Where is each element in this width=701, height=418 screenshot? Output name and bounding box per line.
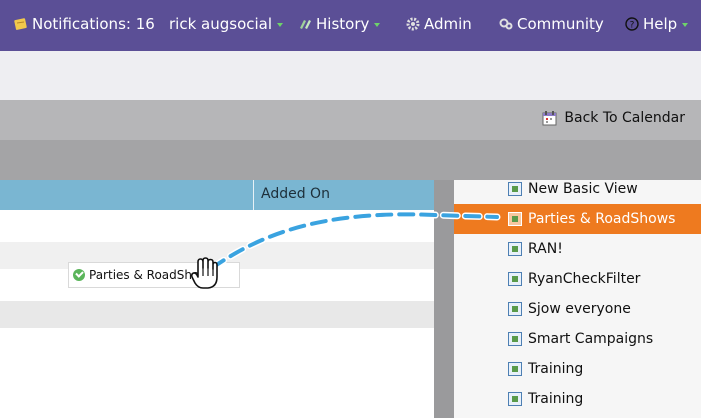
calendar-icon xyxy=(542,110,558,126)
chevron-down-icon xyxy=(374,23,381,27)
notifications-label: Notifications: 16 xyxy=(32,15,155,33)
top-nav-bar: Notifications: 16 rick augsocial History… xyxy=(0,0,701,51)
smart-list-icon xyxy=(508,212,522,226)
smart-list-icon xyxy=(508,332,522,346)
notifications-link[interactable]: Notifications: 16 xyxy=(14,0,155,48)
notifications-icon xyxy=(14,17,28,31)
smart-list-icon xyxy=(508,242,522,256)
help-menu[interactable]: ? Help xyxy=(625,0,689,48)
column-header-added-on[interactable]: Added On xyxy=(261,186,330,202)
list-item-selected[interactable]: Parties & RoadShows xyxy=(454,204,701,234)
list-item[interactable]: RyanCheckFilter xyxy=(454,264,701,294)
admin-label: Admin xyxy=(424,15,472,33)
list-item[interactable]: Training xyxy=(454,354,701,384)
smart-list-icon xyxy=(508,272,522,286)
sub-header xyxy=(0,51,701,100)
section-band xyxy=(0,140,701,180)
list-item[interactable]: Training xyxy=(454,384,701,414)
user-name: rick augsocial xyxy=(169,15,273,33)
user-menu[interactable]: rick augsocial xyxy=(169,0,284,48)
chevron-down-icon xyxy=(682,23,689,27)
list-item[interactable]: Smart Campaigns xyxy=(454,324,701,354)
list-item-label: Sjow everyone xyxy=(528,301,631,317)
data-table: Added On Parties & RoadShows xyxy=(0,180,434,418)
admin-link[interactable]: Admin xyxy=(406,0,472,48)
history-icon xyxy=(298,17,312,31)
list-item-label: Parties & RoadShows xyxy=(528,211,676,227)
list-item-label: Smart Campaigns xyxy=(528,331,654,347)
table-header: Added On xyxy=(0,180,434,210)
gear-icon xyxy=(406,17,420,31)
list-item[interactable]: New Basic View xyxy=(454,180,701,204)
smart-list-icon xyxy=(508,182,522,196)
help-icon: ? xyxy=(625,17,639,31)
smart-list-icon xyxy=(508,302,522,316)
list-item-label: New Basic View xyxy=(528,181,638,197)
list-panel: New Basic View Parties & RoadShows RAN! … xyxy=(454,180,701,418)
check-circle-icon xyxy=(73,269,85,281)
list-item[interactable]: RAN! xyxy=(454,234,701,264)
community-label: Community xyxy=(517,15,604,33)
list-item-label: Training xyxy=(528,391,584,407)
list-item[interactable]: Sjow everyone xyxy=(454,294,701,324)
svg-text:?: ? xyxy=(630,21,635,31)
list-item-label: RyanCheckFilter xyxy=(528,271,641,287)
table-row xyxy=(0,328,434,418)
back-to-calendar-button[interactable]: Back To Calendar xyxy=(542,110,685,126)
panel-splitter[interactable] xyxy=(434,180,454,418)
community-icon xyxy=(499,17,513,31)
list-item-label: Training xyxy=(528,361,584,377)
table-row xyxy=(0,210,434,242)
back-to-calendar-label: Back To Calendar xyxy=(564,110,685,126)
history-label: History xyxy=(316,15,370,33)
smart-list-icon xyxy=(508,362,522,376)
help-label: Help xyxy=(643,15,678,33)
column-divider xyxy=(253,180,254,210)
grab-hand-cursor-icon xyxy=(190,257,218,289)
history-menu[interactable]: History xyxy=(298,0,381,48)
community-link[interactable]: Community xyxy=(499,0,604,48)
dragged-item-label: Parties & RoadShows xyxy=(89,268,216,282)
smart-list-icon xyxy=(508,392,522,406)
toolbar: Back To Calendar xyxy=(0,100,701,140)
list-item-label: RAN! xyxy=(528,241,563,257)
chevron-down-icon xyxy=(277,23,284,27)
table-row xyxy=(0,301,434,328)
